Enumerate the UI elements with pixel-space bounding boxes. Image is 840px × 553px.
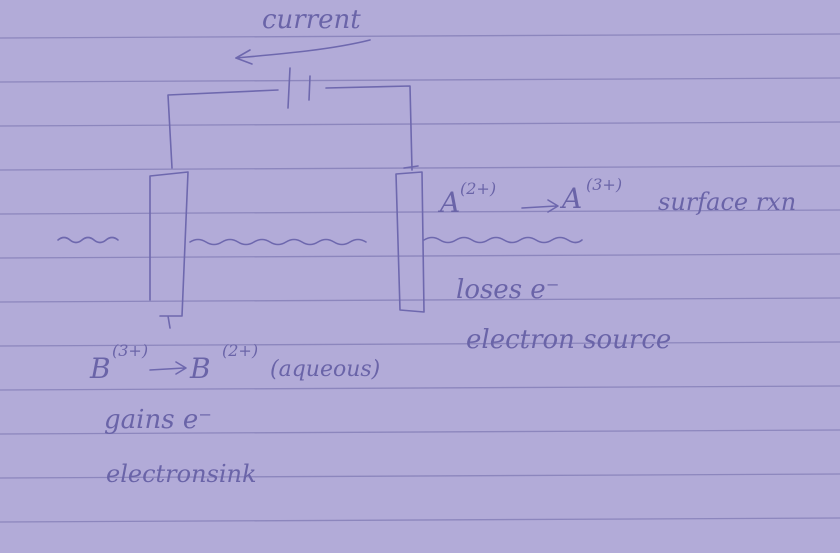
right-electron-note: loses e⁻ [456, 275, 559, 305]
left-electrode [149, 171, 189, 329]
left-product-charge: (2+) [222, 341, 258, 360]
right-reaction-arrow [521, 199, 559, 213]
left-electron-note: gains e⁻ [104, 405, 212, 435]
right-electrode-role: electron source [466, 325, 671, 355]
current-label: current [262, 5, 361, 35]
battery-plate-long [287, 67, 291, 109]
right-reactant-symbol: A [437, 186, 460, 219]
right-reactant-charge: (2+) [460, 179, 496, 198]
right-electrode [395, 171, 425, 313]
left-reactant-symbol: B [89, 352, 111, 385]
left-reactant-charge: (3+) [112, 341, 148, 360]
solution-surface-left [57, 236, 119, 244]
solution-surface-middle [189, 238, 367, 246]
right-product-symbol: A [559, 182, 582, 215]
left-product-symbol: B [189, 352, 211, 385]
current-arrowhead [235, 49, 253, 65]
wire-right [325, 85, 413, 171]
left-reaction-arrow [149, 361, 187, 375]
left-electrode-role: electronsink [106, 460, 257, 488]
wire-left [167, 89, 279, 169]
right-product-charge: (3+) [586, 175, 622, 194]
current-arrow [235, 39, 371, 59]
right-electrode-top [403, 165, 419, 169]
battery-plate-short [308, 75, 311, 101]
right-reaction-note: surface rxn [658, 188, 796, 216]
ruled-lines [0, 33, 840, 523]
left-reaction-note: (aqueous) [270, 357, 380, 382]
solution-surface-right [423, 236, 583, 244]
